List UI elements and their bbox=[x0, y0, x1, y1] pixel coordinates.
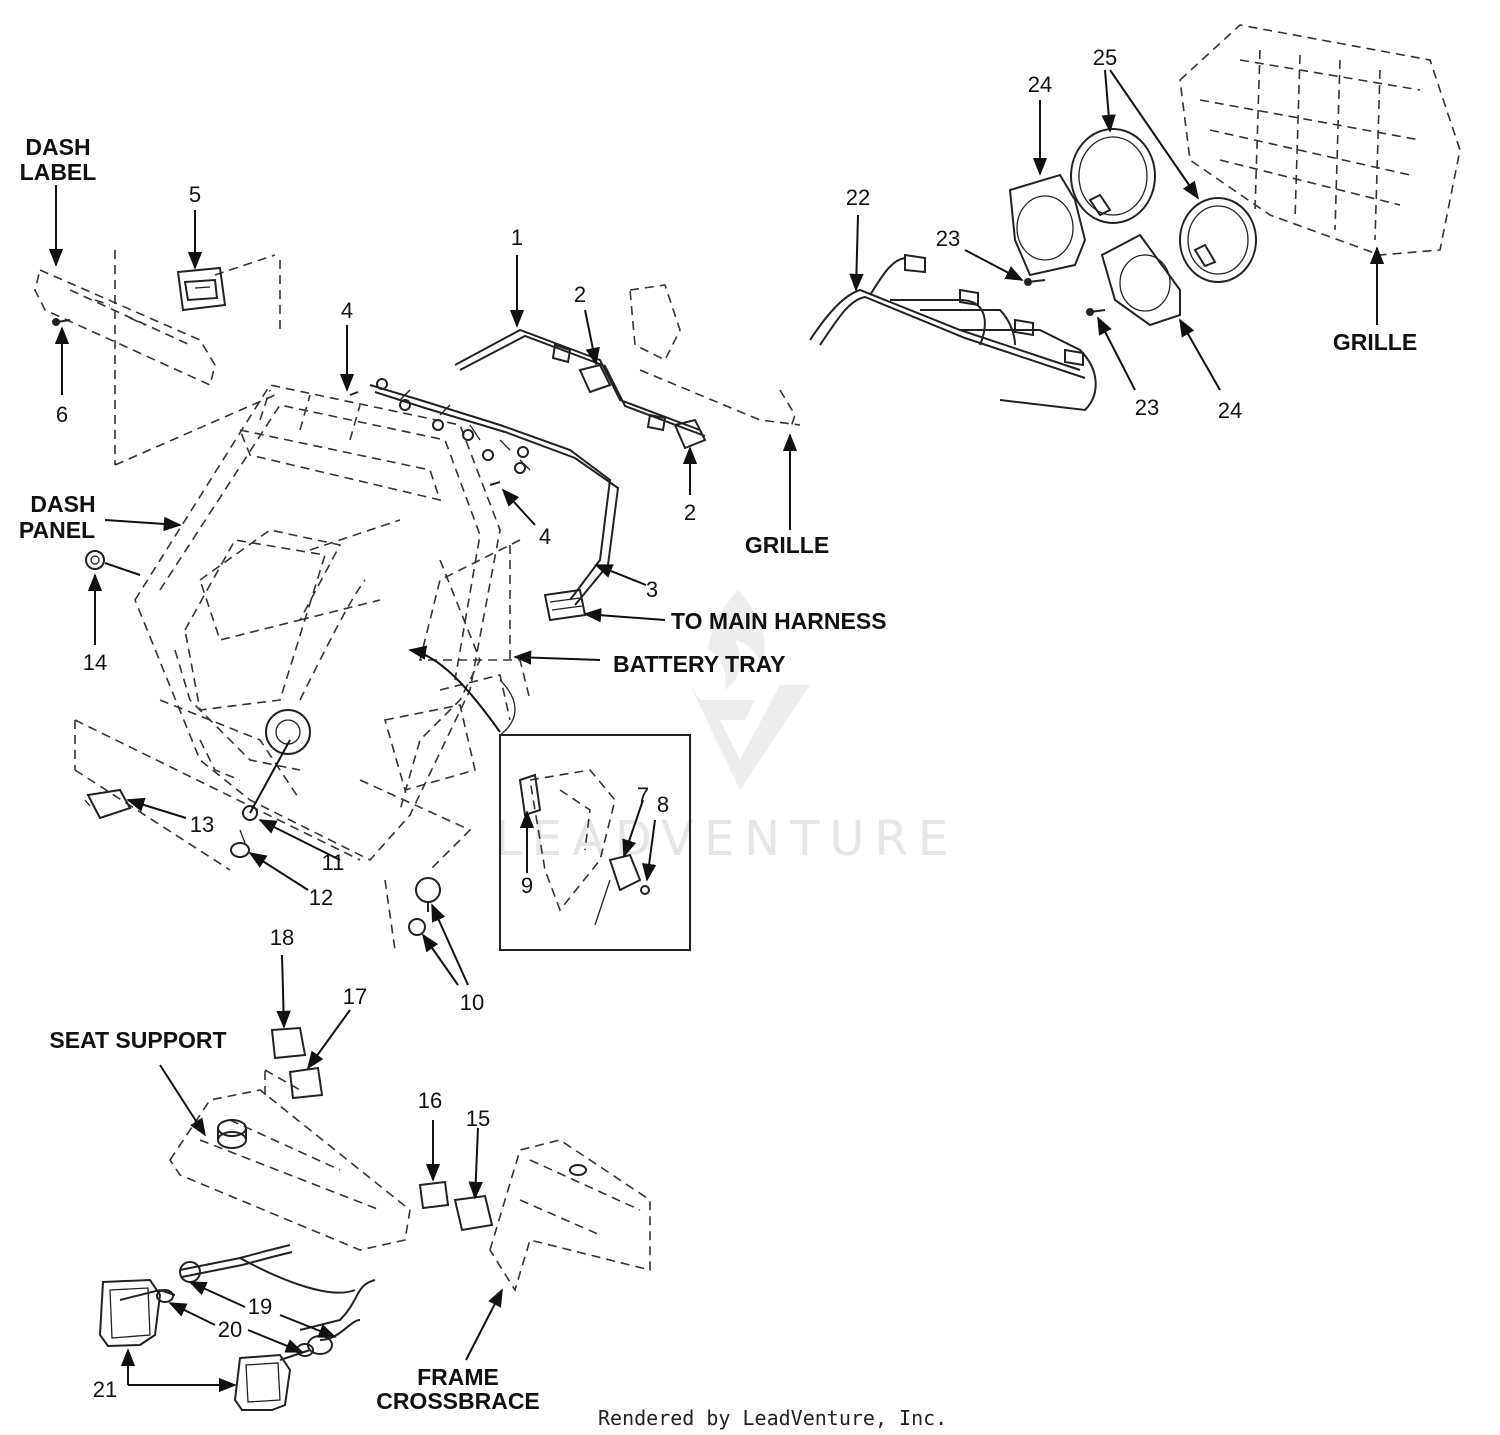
grille-outline-left bbox=[629, 284, 801, 431]
label-to-main-harness: TO MAIN HARNESS bbox=[671, 608, 887, 634]
label-dash-label-line1: DASH bbox=[25, 134, 90, 160]
callout-10: 10 bbox=[460, 990, 484, 1015]
callout-17: 17 bbox=[343, 984, 367, 1009]
wiring-harness-part bbox=[349, 328, 707, 622]
callout-9: 9 bbox=[521, 873, 533, 898]
callout-24-bottom: 24 bbox=[1218, 398, 1242, 423]
headlight-assembly bbox=[809, 24, 1461, 412]
callout-18: 18 bbox=[270, 925, 294, 950]
label-dash-label-line2: LABEL bbox=[20, 159, 97, 185]
callout-4-bottom: 4 bbox=[539, 524, 551, 549]
callout-16: 16 bbox=[418, 1088, 442, 1113]
callout-3: 3 bbox=[646, 577, 658, 602]
leader-lines bbox=[48, 69, 1385, 1393]
callout-2-top: 2 bbox=[574, 282, 586, 307]
callout-24-top: 24 bbox=[1028, 72, 1052, 97]
callout-21: 21 bbox=[93, 1377, 117, 1402]
callout-7: 7 bbox=[637, 783, 649, 808]
label-grille-left: GRILLE bbox=[745, 532, 829, 558]
callout-8: 8 bbox=[657, 792, 669, 817]
callout-1: 1 bbox=[511, 225, 523, 250]
callout-14: 14 bbox=[83, 650, 107, 675]
label-grille-right: GRILLE bbox=[1333, 329, 1417, 355]
label-frame-line2: CROSSBRACE bbox=[376, 1388, 540, 1414]
label-frame-line1: FRAME bbox=[417, 1364, 499, 1390]
label-dash-panel-line2: PANEL bbox=[19, 517, 95, 543]
dash-panel-part bbox=[74, 384, 531, 951]
callout-22: 22 bbox=[846, 185, 870, 210]
callout-4-top: 4 bbox=[341, 298, 353, 323]
callout-6: 6 bbox=[56, 402, 68, 427]
credit-text: Rendered by LeadVenture, Inc. bbox=[598, 1406, 947, 1430]
callout-13: 13 bbox=[190, 812, 214, 837]
label-dash-panel-line1: DASH bbox=[30, 491, 95, 517]
watermark-text: LEADVENTURE bbox=[495, 811, 958, 867]
callout-19: 19 bbox=[248, 1294, 272, 1319]
callout-5: 5 bbox=[189, 182, 201, 207]
callout-2-bottom: 2 bbox=[684, 500, 696, 525]
callout-11: 11 bbox=[322, 850, 345, 875]
callout-numbers: 1 2 2 3 4 4 5 6 7 8 9 10 11 12 13 14 15 … bbox=[56, 45, 1242, 1402]
label-battery-tray: BATTERY TRAY bbox=[613, 651, 786, 677]
label-seat-support: SEAT SUPPORT bbox=[49, 1027, 226, 1053]
callout-23-left: 23 bbox=[936, 226, 960, 251]
callout-20: 20 bbox=[218, 1317, 242, 1342]
callout-25: 25 bbox=[1093, 45, 1117, 70]
part-labels: DASH LABEL DASH PANEL GRILLE GRILLE TO M… bbox=[19, 134, 1417, 1414]
tail-light-harness-part bbox=[98, 1244, 376, 1411]
seat-support-part bbox=[169, 1026, 651, 1292]
callout-15: 15 bbox=[466, 1106, 490, 1131]
dash-label-part bbox=[34, 250, 281, 466]
callout-23-right: 23 bbox=[1135, 395, 1159, 420]
callout-12: 12 bbox=[309, 885, 333, 910]
watermark: LEADVENTURE bbox=[495, 590, 958, 867]
